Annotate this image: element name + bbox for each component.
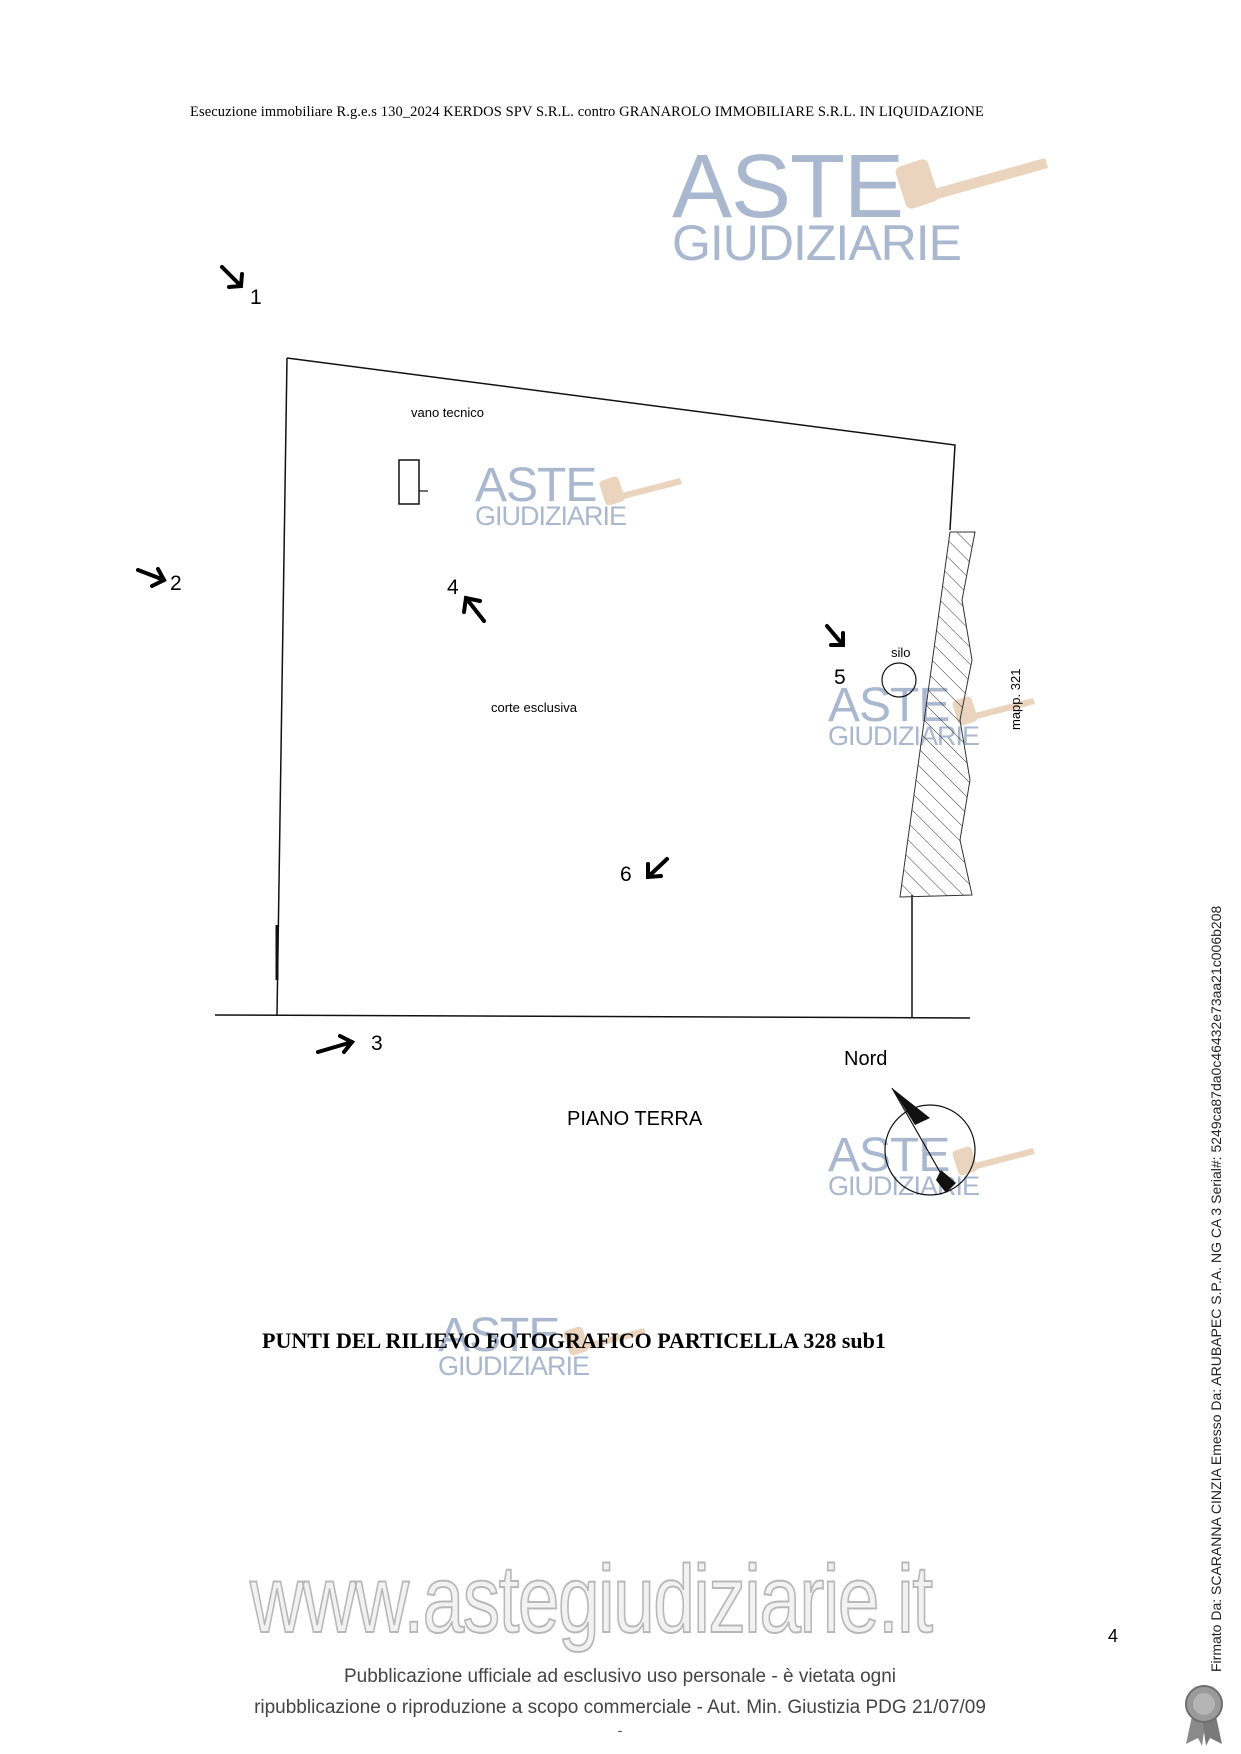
photo-point-number-4: 4	[447, 576, 459, 599]
gavel-icon	[599, 476, 682, 506]
gavel-icon	[895, 158, 1048, 209]
adjoining-parcel-hatch	[899, 531, 976, 898]
aste-watermark-plan-3: ASTE GIUDIZIARIE	[828, 1129, 980, 1201]
lot-boundary	[286, 357, 956, 531]
north-compass-icon	[884, 1087, 976, 1196]
photo-arrow-4	[462, 595, 486, 623]
site-url-watermark: www.astegiudiziarie.it	[249, 1545, 934, 1654]
watermark-giudiziarie-text: GIUDIZIARIE	[672, 215, 962, 271]
photo-arrow-1	[220, 265, 244, 289]
photo-point-number-1: 1	[250, 286, 262, 309]
seal-ribbon-icon	[1185, 1685, 1223, 1746]
footer-line-1: Pubblicazione ufficiale ad esclusivo uso…	[343, 1666, 897, 1687]
footer-dash: -	[617, 1722, 623, 1738]
digital-signature-text: Firmato Da: SCARANNA CINZIA Emesso Da: A…	[1208, 905, 1224, 1672]
label-silo: silo	[891, 645, 911, 660]
photo-arrow-2	[136, 567, 167, 588]
aste-watermark-caption: ASTE GIUDIZIARIE	[438, 1309, 590, 1381]
label-vano-tecnico: vano tecnico	[411, 405, 484, 420]
photo-point-number-5: 5	[834, 666, 846, 689]
watermark-aste-text: ASTE	[672, 137, 904, 237]
label-piano-terra: PIANO TERRA	[567, 1108, 703, 1130]
label-corte-esclusiva: corte esclusiva	[491, 700, 577, 715]
label-mapp: mapp. 321	[1008, 668, 1023, 730]
photo-arrow-5	[825, 624, 845, 647]
figure-caption: PUNTI DEL RILIEVO FOTOGRAFICO PARTICELLA…	[262, 1328, 886, 1353]
page-number: 4	[1108, 1626, 1119, 1646]
technical-room-symbol	[398, 459, 420, 505]
photo-arrow-6	[646, 857, 669, 880]
photo-point-number-2: 2	[170, 572, 182, 595]
gavel-icon	[952, 1146, 1035, 1176]
silo-circle	[881, 662, 917, 698]
photo-arrow-3	[316, 1034, 356, 1054]
aste-watermark-plan-1: ASTE GIUDIZIARIE	[475, 459, 627, 531]
ground-line	[214, 1014, 971, 1019]
footer-line-2: ripubblicazione o riproduzione a scopo c…	[254, 1697, 986, 1718]
label-nord: Nord	[844, 1048, 888, 1070]
document-header: Esecuzione immobiliare R.g.e.s 130_2024 …	[190, 104, 984, 120]
photo-point-number-6: 6	[620, 863, 632, 886]
aste-watermark-top: ASTE GIUDIZIARIE	[672, 137, 962, 271]
gavel-icon	[563, 1326, 646, 1356]
photo-point-number-3: 3	[371, 1032, 383, 1055]
